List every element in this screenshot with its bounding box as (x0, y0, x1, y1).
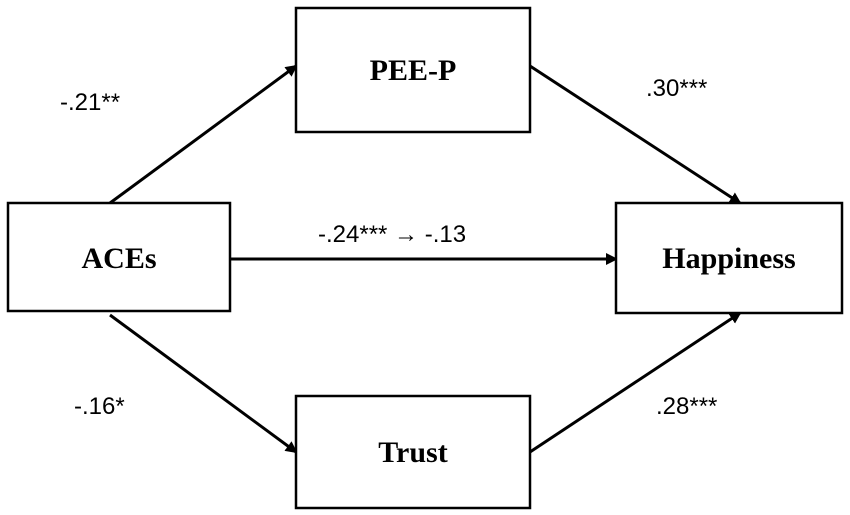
node-happiness: Happiness (614, 201, 844, 315)
coef-pee-p-to-happiness: .30*** (646, 75, 707, 102)
node-label-aces: ACEs (81, 242, 156, 275)
path-pee-p-to-happiness (529, 64, 742, 205)
coef-aces-to-happiness: -.24*** → -.13 (318, 221, 466, 248)
node-pee-p: PEE-P (294, 6, 532, 134)
node-label-happiness: Happiness (662, 242, 795, 275)
node-trust: Trust (294, 394, 532, 510)
coef-trust-to-happiness: .28*** (656, 393, 717, 420)
node-label-trust: Trust (378, 436, 447, 469)
coef-aces-to-trust: -.16* (74, 393, 125, 420)
path-aces-to-trust (109, 313, 298, 454)
path-aces-to-pee-p (109, 64, 298, 205)
node-label-pee-p: PEE-P (370, 54, 457, 87)
path-trust-to-happiness (529, 311, 742, 454)
node-aces: ACEs (6, 201, 232, 313)
coef-aces-to-pee-p: -.21** (60, 89, 120, 116)
